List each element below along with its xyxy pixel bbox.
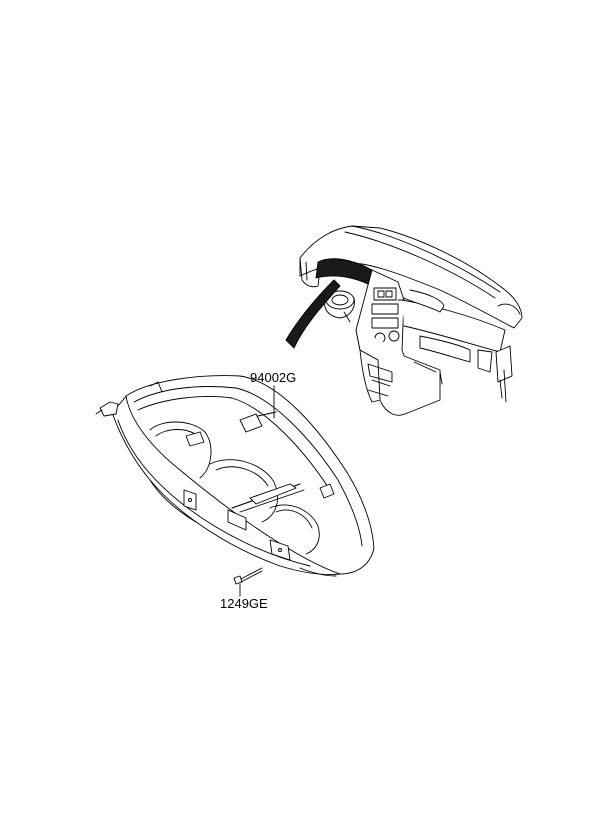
- screw: [233, 567, 263, 597]
- leader-arrow: [285, 279, 341, 349]
- dashboard-assembly: [299, 225, 523, 416]
- part-number-label-cluster: 94002G: [250, 370, 297, 385]
- instrument-cluster: [95, 375, 375, 577]
- part-number-label-screw: 1249GE: [220, 596, 268, 611]
